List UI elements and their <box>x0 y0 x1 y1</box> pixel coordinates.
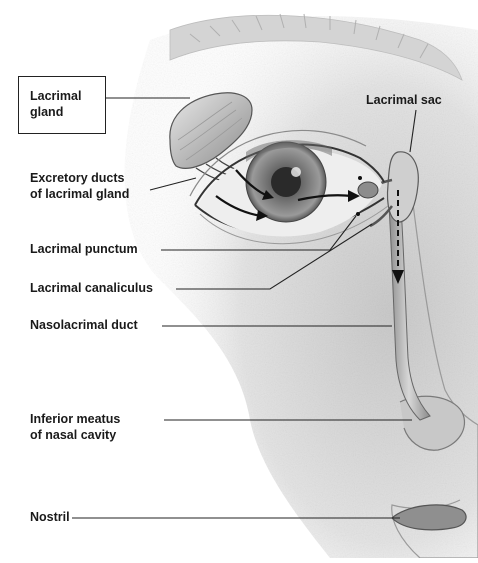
punctum-lower <box>356 212 360 216</box>
label-nostril: Nostril <box>30 510 70 525</box>
label-excretory-ducts-line2: of lacrimal gland <box>30 187 129 202</box>
caruncle <box>358 182 378 198</box>
label-inferior-meatus-line1: Inferior meatus <box>30 412 120 427</box>
label-lacrimal-canaliculus: Lacrimal canaliculus <box>30 281 153 296</box>
label-lacrimal-punctum: Lacrimal punctum <box>30 242 138 257</box>
label-lacrimal-gland-line1: Lacrimal <box>30 89 81 104</box>
label-excretory-ducts-line1: Excretory ducts <box>30 171 124 186</box>
label-nasolacrimal-duct: Nasolacrimal duct <box>30 318 138 333</box>
punctum-upper <box>358 176 362 180</box>
eye-highlight <box>291 167 301 177</box>
label-inferior-meatus-line2: of nasal cavity <box>30 428 116 443</box>
label-lacrimal-sac: Lacrimal sac <box>366 93 442 108</box>
label-lacrimal-gland-line2: gland <box>30 105 63 120</box>
